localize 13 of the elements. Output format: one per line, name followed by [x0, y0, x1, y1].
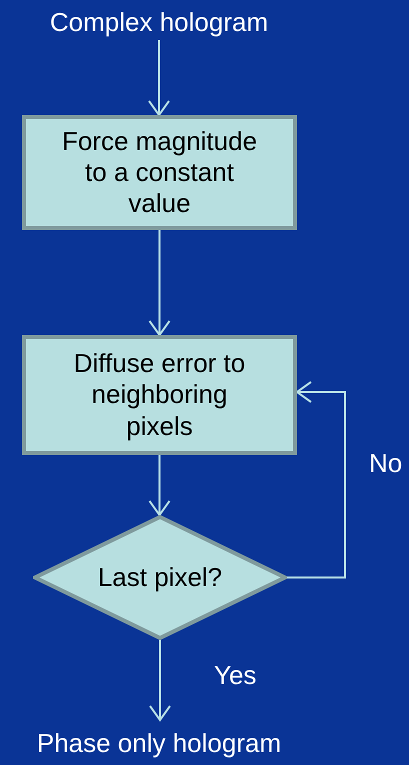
arrow — [149, 640, 171, 721]
node-text: Force magnitude to a constant value — [60, 126, 258, 220]
node-text: Last pixel? — [98, 562, 222, 594]
arrow — [148, 230, 170, 336]
process-box — [22, 115, 297, 230]
flow-label: Complex hologram — [0, 4, 318, 40]
decision-diamond — [33, 515, 287, 640]
node-text: Diffuse error to neighboring pixels — [72, 348, 246, 442]
process-box — [22, 335, 297, 455]
flow-label: Phase only hologram — [0, 724, 318, 762]
arrow — [148, 455, 170, 516]
arrow — [287, 381, 346, 578]
arrow — [148, 40, 170, 116]
